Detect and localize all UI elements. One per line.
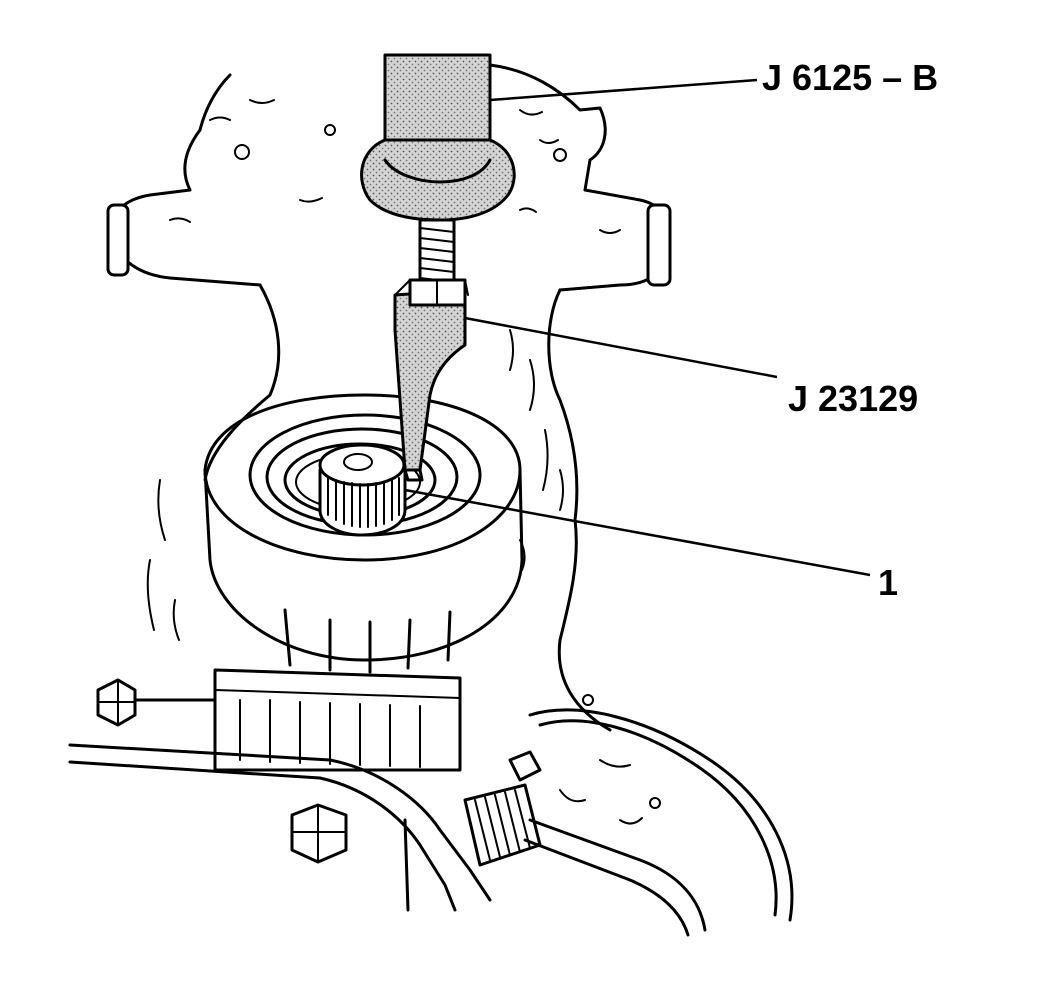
transfer-case-housing	[106, 63, 672, 732]
leader-item-1	[404, 488, 871, 577]
speed-sensor-and-harness	[463, 708, 794, 937]
leader-puller	[464, 316, 778, 379]
leader-lines	[404, 78, 871, 577]
callout-slide-hammer: J 6125 – B	[762, 57, 938, 98]
seal-puller-tool	[393, 278, 469, 482]
callout-item-1: 1	[878, 562, 898, 603]
callout-puller: J 23129	[788, 378, 918, 419]
lower-flange	[68, 668, 492, 912]
leader-slide-hammer	[489, 78, 758, 102]
slide-hammer-tool	[360, 53, 516, 292]
output-shaft	[318, 443, 407, 537]
